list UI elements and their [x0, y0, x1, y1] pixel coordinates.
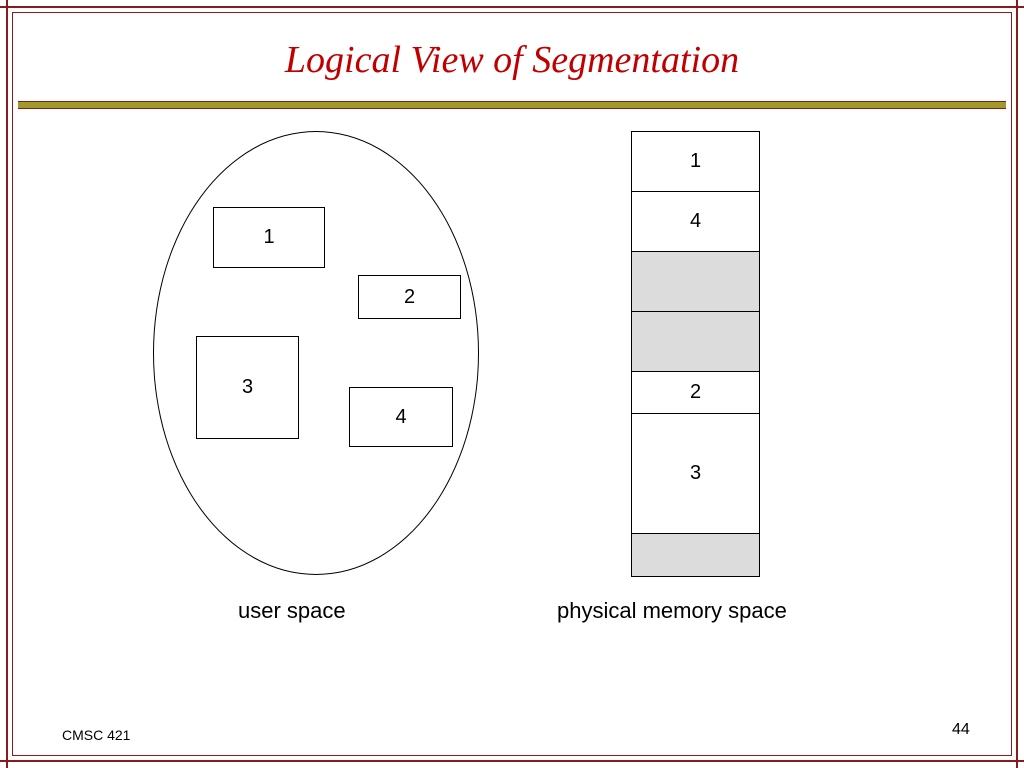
user-segment-4: 4: [349, 387, 453, 447]
title-underline: [18, 102, 1006, 108]
memory-block-label: 1: [689, 150, 702, 172]
user-segment-2: 2: [358, 275, 461, 319]
memory-block-free: [632, 252, 759, 312]
physical-memory-caption: physical memory space: [557, 598, 787, 623]
frame-right-line: [1016, 0, 1018, 768]
course-label: CMSC 421: [62, 727, 131, 743]
user-space-caption: user space: [238, 598, 346, 623]
memory-block-segment-3: 3: [632, 414, 759, 534]
physical-memory-column: 1 4 2 3: [631, 131, 760, 577]
frame-bottom-line: [0, 760, 1024, 762]
frame-left-line-inner: [12, 12, 13, 756]
user-segment-1: 1: [213, 207, 325, 268]
page-number: 44: [952, 721, 970, 738]
user-space-ellipse: [153, 131, 479, 575]
memory-block-segment-4: 4: [632, 192, 759, 252]
frame-top-line: [0, 6, 1024, 8]
frame-bottom-line-inner: [12, 755, 1012, 756]
frame-left-line: [6, 0, 8, 768]
memory-block-label: 2: [689, 381, 702, 403]
memory-block-segment-1: 1: [632, 132, 759, 192]
user-segment-3: 3: [196, 336, 299, 439]
memory-block-segment-2: 2: [632, 372, 759, 414]
memory-block-label: 3: [689, 462, 702, 484]
memory-block-label: 4: [689, 210, 702, 232]
frame-right-line-inner: [1011, 12, 1012, 756]
memory-block-free: [632, 534, 759, 576]
frame-top-line-inner: [12, 12, 1012, 13]
memory-block-free: [632, 312, 759, 372]
slide-title: Logical View of Segmentation: [284, 39, 740, 81]
